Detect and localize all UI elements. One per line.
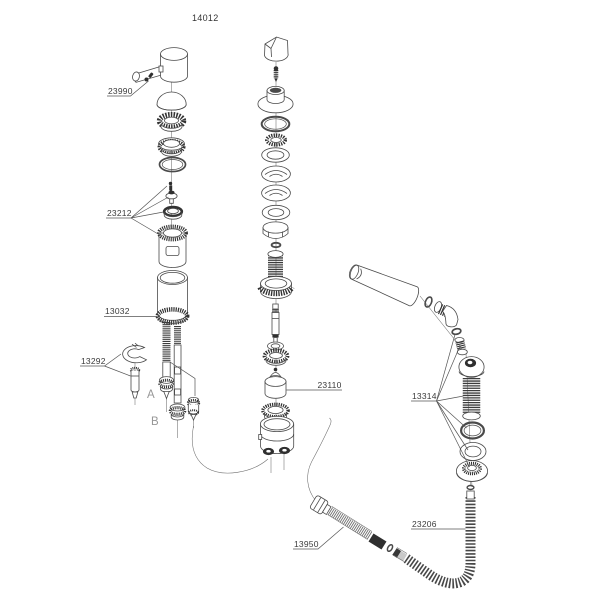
marker-a: A xyxy=(147,389,155,401)
check-valve xyxy=(186,396,201,421)
flanged-nut xyxy=(455,460,488,482)
collar-ring xyxy=(157,137,186,157)
cartridge xyxy=(157,224,188,268)
spray-wand xyxy=(348,264,420,307)
diverter-screw xyxy=(273,66,279,82)
spray-washer xyxy=(459,442,487,461)
washer-2 xyxy=(261,204,291,221)
mounting-clamp xyxy=(122,342,148,364)
coiled-hose xyxy=(403,497,476,589)
knurled-nut xyxy=(257,276,295,299)
handle-screws xyxy=(144,72,154,82)
diverter-knob xyxy=(264,36,289,62)
main-faucet-assembly xyxy=(122,47,201,421)
dome-cap xyxy=(156,91,187,111)
callout-23110: 23110 xyxy=(318,380,342,390)
spray-holder-shank xyxy=(458,356,485,421)
washer-1 xyxy=(261,147,290,163)
hex-nut xyxy=(262,221,289,239)
hose-curve-2 xyxy=(307,417,332,502)
escutcheon xyxy=(257,86,294,114)
mounting-stud xyxy=(129,366,141,399)
callout-23212: 23212 xyxy=(107,208,132,218)
dome-washer-2 xyxy=(261,184,291,202)
wand-washer xyxy=(424,296,433,308)
threaded-tube-b xyxy=(168,326,187,421)
o-ring-large xyxy=(260,115,291,133)
spray-o-ring xyxy=(460,421,486,440)
toothed-lock-nut xyxy=(262,348,290,366)
handle xyxy=(132,47,188,83)
elbow-connector xyxy=(433,301,459,328)
braided-hose xyxy=(327,507,373,540)
handspray-assembly xyxy=(348,264,488,482)
diverter-valve xyxy=(264,367,287,399)
callout-13950: 13950 xyxy=(294,539,319,549)
callout-23990: 23990 xyxy=(108,86,133,96)
elbow-ring xyxy=(451,327,462,336)
o-ring-left xyxy=(158,156,187,173)
ribbed-insert xyxy=(454,337,468,356)
callout-13032: 13032 xyxy=(105,306,130,316)
threaded-tube-a xyxy=(158,322,175,400)
hose-oval-ring xyxy=(386,543,394,553)
washer-small xyxy=(267,341,284,351)
hose-hex-nut xyxy=(309,495,332,516)
hose-top-ring xyxy=(466,484,475,491)
callouts: 14012 23990 23212 13032 13292 A B 23110 … xyxy=(80,13,470,550)
spindle xyxy=(271,303,280,346)
valve-cone xyxy=(165,190,178,204)
spout-shank-body xyxy=(155,270,190,325)
diverter-housing xyxy=(258,415,295,456)
model-number-label: 14012 xyxy=(192,13,219,23)
callout-13292: 13292 xyxy=(81,356,106,366)
tiny-ring xyxy=(270,241,282,249)
toothed-ring xyxy=(264,133,287,147)
hose-curve xyxy=(191,425,269,474)
dome-washer-1 xyxy=(261,165,291,183)
knurled-ring-nut xyxy=(156,111,187,132)
diverter-assembly xyxy=(257,36,295,456)
callout-23206: 23206 xyxy=(412,519,437,529)
seat-ring-left xyxy=(162,205,184,220)
callout-13314: 13314 xyxy=(412,391,437,401)
marker-b: B xyxy=(151,416,159,428)
threaded-stud xyxy=(267,250,284,280)
hose-group xyxy=(191,417,476,589)
